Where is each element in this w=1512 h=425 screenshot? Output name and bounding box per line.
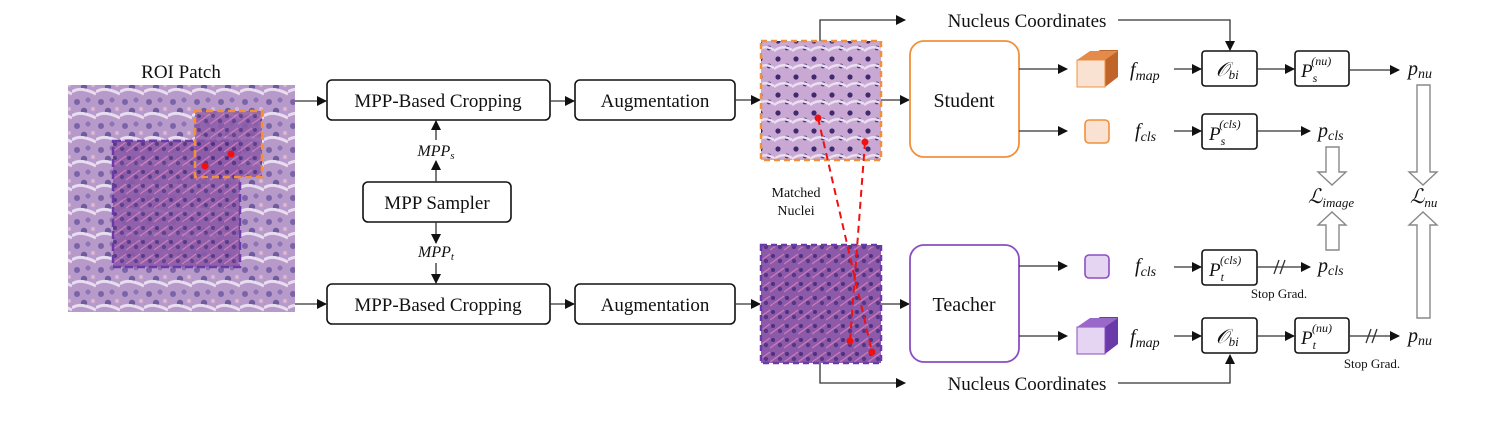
nucleus-dot bbox=[201, 162, 209, 170]
nucleus-dot bbox=[227, 150, 235, 158]
arrow bbox=[1118, 19, 1235, 51]
nucleus-coordinates-top: Nucleus Coordinates bbox=[948, 11, 1107, 32]
loss-image-label: ℒimage bbox=[1308, 186, 1354, 210]
teacher-cls-token-icon bbox=[1084, 254, 1110, 279]
student-view-image bbox=[761, 41, 881, 160]
matched-nuclei-label-line2: Nuclei bbox=[777, 204, 814, 219]
teacher-feature-map-icon bbox=[1076, 317, 1118, 355]
teacher-view-outline bbox=[759, 243, 883, 365]
p-nu-teacher-label: pnu bbox=[1406, 325, 1432, 349]
arrow bbox=[819, 15, 906, 41]
student-feature-map-icon bbox=[1076, 50, 1118, 88]
student-network-box bbox=[909, 40, 1020, 158]
augmentation-bottom-label: Augmentation bbox=[601, 295, 710, 316]
proj-nu-student-box bbox=[1294, 50, 1350, 87]
nucleus-coordinates-bottom: Nucleus Coordinates bbox=[948, 374, 1107, 395]
f-map-teacher-label: fmap bbox=[1130, 326, 1160, 351]
matched-nuclei-line bbox=[849, 141, 866, 342]
proj-cls-teacher-label: Pt(cls) bbox=[1208, 253, 1241, 284]
mpp-sampler-label: MPP Sampler bbox=[384, 193, 490, 214]
nucleus-dot bbox=[868, 348, 876, 356]
mpp-s-label: MPPs bbox=[416, 143, 454, 162]
stop-gradient-icon bbox=[1365, 328, 1378, 344]
arrow bbox=[1118, 354, 1235, 384]
student-view-outline bbox=[759, 39, 883, 162]
p-nu-student-label: pnu bbox=[1406, 58, 1432, 82]
proj-nu-teacher-label: Pt(nu) bbox=[1300, 321, 1332, 352]
stop-grad-nu-label: Stop Grad. bbox=[1344, 356, 1400, 371]
proj-nu-student-label: Ps(nu) bbox=[1300, 54, 1331, 85]
teacher-label: Teacher bbox=[933, 294, 996, 316]
roi-title: ROI Patch bbox=[141, 62, 221, 83]
augmentation-top-label: Augmentation bbox=[601, 91, 710, 112]
stop-grad-cls-label: Stop Grad. bbox=[1251, 286, 1307, 301]
arrow bbox=[819, 363, 906, 388]
nucleus-dot bbox=[814, 114, 822, 122]
matched-nuclei-label-line1: Matched bbox=[772, 186, 821, 201]
mpp-cropping-bottom-label: MPP-Based Cropping bbox=[354, 295, 522, 316]
teacher-network-box bbox=[909, 244, 1020, 363]
student-label: Student bbox=[933, 90, 995, 112]
f-cls-teacher-label: fcls bbox=[1135, 255, 1157, 280]
stop-gradient-icon bbox=[1273, 259, 1286, 275]
student-crop-outline bbox=[193, 109, 264, 179]
loss-nu-label: ℒnu bbox=[1410, 186, 1438, 210]
mpp-t-label: MPPt bbox=[417, 244, 455, 263]
matched-nuclei-line bbox=[817, 117, 873, 353]
f-map-student-label: fmap bbox=[1130, 59, 1160, 84]
nucleus-dot bbox=[861, 138, 869, 146]
mpp-sampler-box bbox=[362, 181, 512, 223]
loss-arrow bbox=[1407, 84, 1439, 186]
proj-cls-student-label: Ps(cls) bbox=[1208, 117, 1241, 148]
teacher-view-image bbox=[761, 245, 881, 363]
p-cls-teacher-label: pcls bbox=[1316, 255, 1344, 279]
loss-arrow bbox=[1407, 211, 1439, 319]
p-cls-student-label: pcls bbox=[1316, 120, 1344, 144]
teacher-crop-outline bbox=[111, 139, 242, 269]
loss-arrow bbox=[1316, 146, 1348, 186]
student-cls-token-icon bbox=[1084, 119, 1110, 144]
loss-arrow bbox=[1316, 211, 1348, 251]
mpp-cropping-top-label: MPP-Based Cropping bbox=[354, 91, 522, 112]
nucleus-dot bbox=[846, 337, 854, 345]
f-cls-student-label: fcls bbox=[1135, 120, 1157, 145]
